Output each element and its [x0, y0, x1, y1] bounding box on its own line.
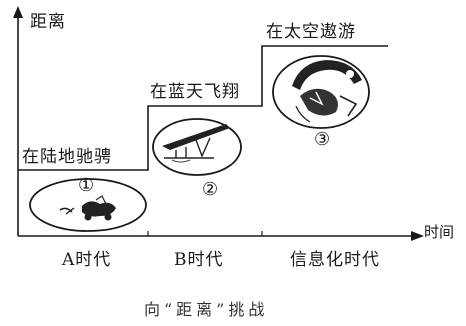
- y-axis-label: 距离: [30, 12, 66, 32]
- stage-2-label: 在蓝天飞翔: [150, 82, 240, 102]
- era-ticks: [147, 231, 263, 236]
- x-axis: [18, 231, 424, 241]
- stage-3-label: 在太空遨游: [266, 22, 356, 42]
- car-icon: [59, 195, 116, 221]
- stage-1-number: ①: [78, 175, 96, 196]
- airplane-icon: [162, 124, 230, 163]
- stage-1-label: 在陆地驰骋: [22, 147, 112, 167]
- stage-2-number: ②: [202, 179, 220, 200]
- spacecraft-icon: [292, 60, 362, 123]
- stage-1-ellipse: [29, 178, 147, 232]
- staircase-line: [18, 45, 388, 171]
- era-label-a: A时代: [62, 250, 112, 270]
- stage-3-ellipse: [272, 55, 370, 129]
- stage-2-ellipse: [152, 118, 242, 176]
- y-axis: [13, 6, 23, 236]
- era-label-info: 信息化时代: [290, 250, 380, 270]
- figure-caption: 向“距离”挑战: [144, 300, 269, 319]
- era-label-b: B时代: [174, 250, 224, 270]
- x-axis-label: 时间: [424, 223, 455, 241]
- stage-3-number: ③: [314, 129, 332, 150]
